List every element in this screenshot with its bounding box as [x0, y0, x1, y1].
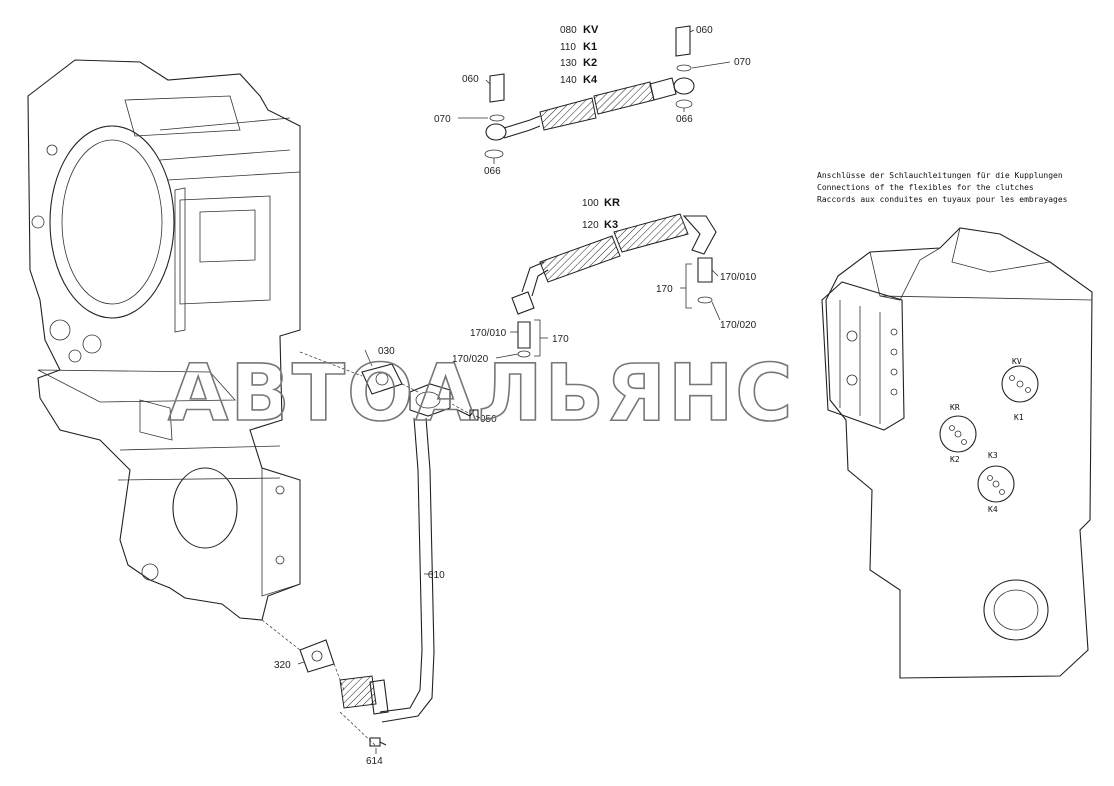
port-label-k4: K4 [988, 505, 998, 514]
bolt-614 [369, 737, 387, 747]
header-note-de: Anschlüsse der Schlauchleitungen für die… [817, 171, 1063, 180]
hose-top-code-1: KV [583, 24, 599, 36]
gasket-320 [299, 639, 335, 673]
label-bolt-left: 060 [462, 74, 479, 85]
hose-top-num-1: 080 [560, 25, 577, 36]
hose-assembly-top [484, 25, 695, 159]
hose-mid-code-2: K3 [604, 219, 618, 231]
hose-top-code-4: K4 [583, 74, 598, 86]
housing-callouts: 030 050 010 320 614 [274, 346, 497, 767]
leader-lines [297, 29, 731, 754]
header-note-en: Connections of the flexibles for the clu… [817, 183, 1034, 192]
hose-top-callouts: 060 070 066 060 070 066 [434, 25, 751, 177]
hose-mid-code-1: KR [604, 197, 620, 209]
label-fitting-left-nipple: 170/010 [470, 328, 507, 339]
port-label-kr: KR [950, 403, 960, 412]
label-pipe: 010 [428, 570, 445, 581]
label-fitting-right-assembly: 170 [656, 284, 673, 295]
hose-top-num-3: 130 [560, 58, 577, 69]
label-fitting-right-nipple: 170/010 [720, 272, 757, 283]
label-screw: 050 [480, 414, 497, 425]
header-note-fr: Raccords aux conduites en tuyaux pour le… [817, 195, 1068, 204]
port-labels: KV K1 KR K2 K3 K4 [950, 357, 1024, 514]
hose-top-num-2: 110 [560, 42, 576, 53]
label-bolt-right: 060 [696, 25, 713, 36]
hose-top-code-3: K2 [583, 57, 597, 69]
label-fitting-left-assembly: 170 [552, 334, 569, 345]
hose-group-middle-list: 100 KR 120 K3 [582, 197, 620, 231]
label-gasket-top: 030 [378, 346, 395, 357]
hose-mid-num-2: 120 [582, 220, 599, 231]
label-washer-right: 066 [676, 114, 693, 125]
transmission-housing [27, 59, 301, 621]
label-ring-left: 070 [434, 114, 451, 125]
port-label-k1: K1 [1014, 413, 1024, 422]
label-washer-left: 066 [484, 166, 501, 177]
hose-assembly-middle [511, 213, 717, 358]
port-label-k3: K3 [988, 451, 998, 460]
label-gasket-bottom: 320 [274, 660, 291, 671]
screw-050 [457, 409, 479, 421]
label-fitting-right-ring: 170/020 [720, 320, 757, 331]
hose-mid-num-1: 100 [582, 198, 599, 209]
label-ring-right: 070 [734, 57, 751, 68]
header-note: Anschlüsse der Schlauchleitungen für die… [817, 171, 1068, 204]
valve-block [821, 227, 1093, 679]
hose-top-code-2: K1 [583, 41, 597, 53]
hose-group-top-list: 080 KV 110 K1 130 K2 140 K4 [560, 24, 599, 86]
hose-middle-callouts: 170/010 170 170/020 170/010 170 170/020 [452, 272, 757, 365]
pipe-010 [339, 383, 451, 723]
port-label-k2: K2 [950, 455, 960, 464]
hose-top-num-4: 140 [560, 75, 577, 86]
label-fitting-left-ring: 170/020 [452, 354, 489, 365]
label-bolt-bottom: 614 [366, 756, 383, 767]
port-label-kv: KV [1012, 357, 1022, 366]
watermark-text: АВТОАЛЬЯНС [168, 349, 795, 439]
